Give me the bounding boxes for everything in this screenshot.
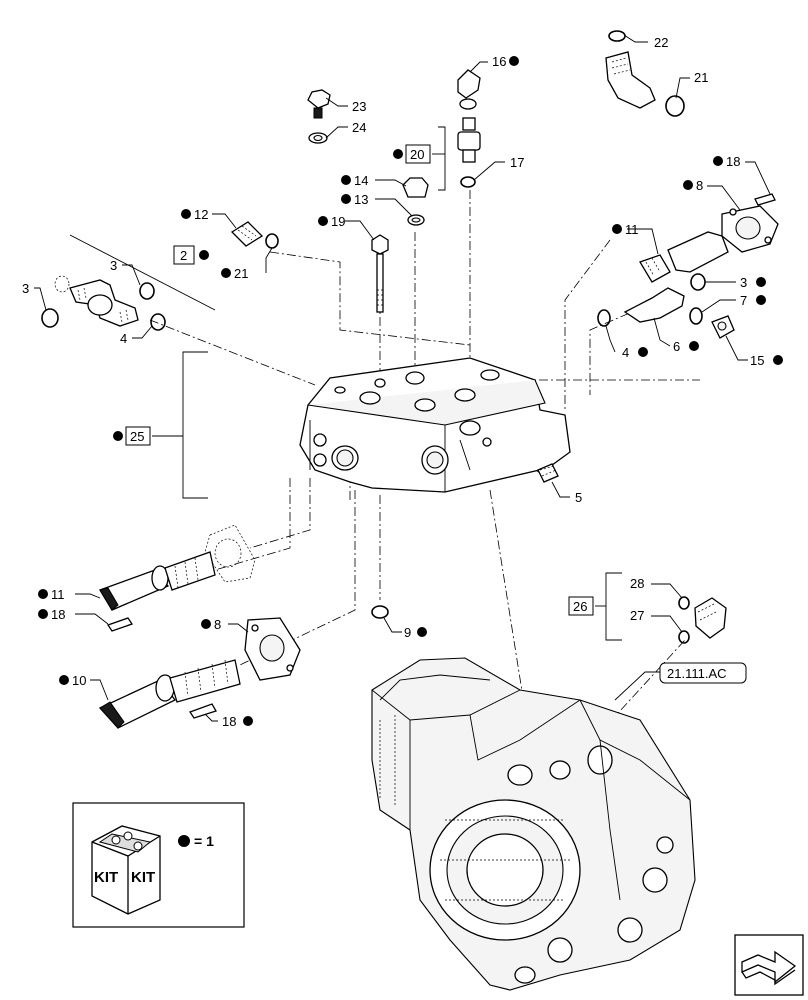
callout-21-left: 21 (234, 266, 248, 281)
box-2: 2 (180, 248, 187, 263)
kit-box-icon: KIT KIT (91, 825, 161, 915)
bullet-dot-icon (201, 619, 211, 629)
box-20-frame (405, 144, 431, 164)
callout-3-b: 3 (22, 281, 29, 296)
callout-19: 19 (331, 214, 345, 229)
callout-10: 10 (72, 673, 86, 688)
callout-22: 22 (654, 35, 668, 50)
bullet-dot-icon (756, 295, 766, 305)
bullet-dot-icon (509, 56, 519, 66)
fitting-5 (537, 463, 559, 483)
callout-28: 28 (630, 576, 644, 591)
callout-23: 23 (352, 99, 366, 114)
callout-12: 12 (194, 207, 208, 222)
box-26-frame (568, 596, 594, 616)
callout-18-lower: 18 (51, 607, 65, 622)
box-26: 26 (573, 599, 587, 614)
bracket-25 (152, 351, 208, 499)
bullet-dot-icon (393, 149, 403, 159)
solenoid-10 (98, 659, 241, 729)
callout-6: 6 (673, 339, 680, 354)
bullet-dot-icon (59, 675, 69, 685)
gasket-upper (204, 524, 256, 583)
transmission-housing (371, 657, 696, 991)
callout-4-left: 4 (120, 331, 127, 346)
kit-label-right: KIT (131, 869, 155, 886)
fitting-12 (230, 221, 279, 249)
bullet-dot-icon (638, 347, 648, 357)
callout-13: 13 (354, 192, 368, 207)
valve-2 (41, 234, 216, 331)
bullet-dot-icon (181, 209, 191, 219)
next-page-arrow-icon[interactable] (734, 934, 804, 996)
callout-14: 14 (354, 173, 368, 188)
callout-15: 15 (750, 353, 764, 368)
bullet-dot-icon (689, 341, 699, 351)
box-2-frame (173, 245, 195, 265)
bullet-dot-icon (756, 277, 766, 287)
bullet-dot-icon (318, 216, 328, 226)
legend-equals: = 1 (194, 833, 214, 849)
solenoid-11-lower (99, 551, 216, 632)
callout-labels: 22 21 16 23 24 17 18 8 14 13 12 19 11 21… (22, 35, 783, 729)
sensor-16-20 (457, 69, 481, 188)
callout-11-top: 11 (625, 222, 639, 237)
valve-6 (597, 273, 735, 339)
callout-21: 21 (694, 70, 708, 85)
callout-18-top: 18 (726, 154, 740, 169)
callout-8-lower: 8 (214, 617, 221, 632)
bullet-dot-icon (341, 175, 351, 185)
kit-legend: KIT KIT = 1 (72, 802, 245, 928)
bullet-dot-icon (341, 194, 351, 204)
flange-8-upper (721, 193, 779, 253)
callout-leaders (34, 34, 771, 722)
reference-label[interactable]: 21.111.AC (667, 666, 727, 681)
bullet-dot-icon (243, 716, 253, 726)
callout-4-right: 4 (622, 345, 629, 360)
bolt-19 (371, 234, 389, 313)
bracket-26 (595, 572, 622, 641)
bolt-23 (307, 89, 331, 144)
kit-label-left: KIT (94, 869, 118, 886)
callout-24: 24 (352, 120, 366, 135)
callout-9: 9 (404, 625, 411, 640)
bullet-dot-icon (773, 355, 783, 365)
reference-frame (659, 662, 747, 684)
bullet-dot-icon (199, 250, 209, 260)
flange-8-lower (244, 617, 301, 681)
bullet-dot-icon (612, 224, 622, 234)
valve-block (299, 357, 571, 493)
bracket-20 (432, 126, 446, 191)
fittings-27-28 (678, 596, 727, 644)
callout-5: 5 (575, 490, 582, 505)
boxed-callouts: 20 2 25 26 21.111.AC (113, 144, 747, 684)
callout-7: 7 (740, 293, 747, 308)
callout-11-lower: 11 (51, 587, 65, 602)
bullet-dot-icon (417, 627, 427, 637)
box-25-frame (125, 426, 151, 446)
bullet-dot-icon (113, 431, 123, 441)
bullet-dot-icon (38, 609, 48, 619)
solenoid-11-upper (639, 231, 729, 283)
bullet-dot-icon (683, 180, 693, 190)
box-20: 20 (410, 147, 424, 162)
callout-18-bottom: 18 (222, 714, 236, 729)
elbow-fitting-21-22 (605, 30, 685, 117)
callout-3-right: 3 (740, 275, 747, 290)
bullet-dot-icon (221, 268, 231, 278)
box-25: 25 (130, 429, 144, 444)
callout-17: 17 (510, 155, 524, 170)
callout-27: 27 (630, 608, 644, 623)
callout-8-top: 8 (696, 178, 703, 193)
callout-16: 16 (492, 54, 506, 69)
plug-14 (402, 177, 429, 226)
seal-9 (371, 605, 389, 619)
bullet-dot-icon (713, 156, 723, 166)
bullet-dot-icon (38, 589, 48, 599)
bullet-dot-icon (178, 835, 190, 847)
callout-3-a: 3 (110, 258, 117, 273)
